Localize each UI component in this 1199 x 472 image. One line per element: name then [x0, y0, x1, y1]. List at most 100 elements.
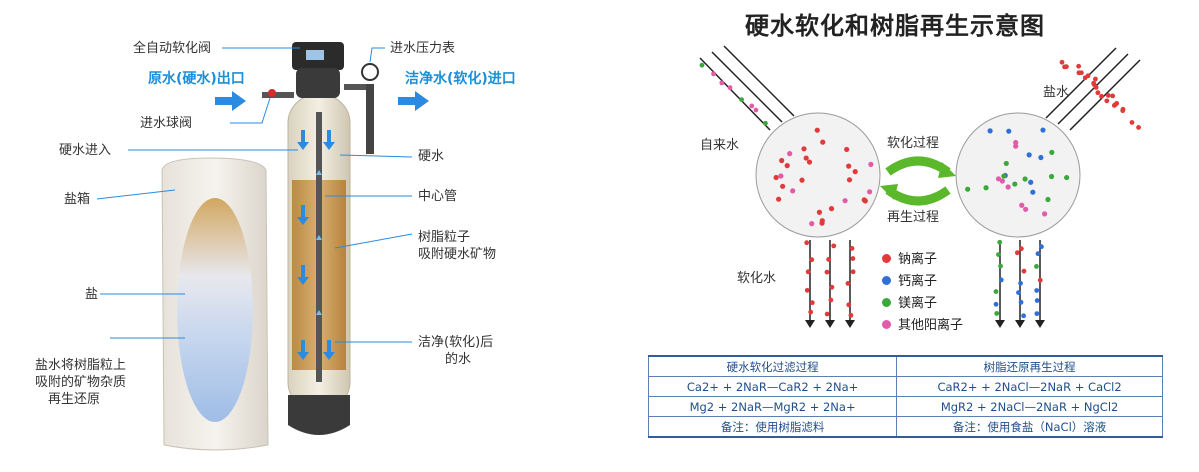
ion-dot	[809, 300, 815, 306]
ion-dot	[1006, 128, 1012, 134]
ion-dot	[1030, 189, 1036, 195]
ion-dot	[1105, 93, 1111, 98]
ion-dot	[809, 257, 815, 263]
ion-dot	[1038, 154, 1044, 161]
ion-dot	[819, 220, 825, 226]
ion-dot	[998, 263, 1003, 269]
label-soft-2: 的水	[445, 352, 472, 367]
ion-dot	[806, 159, 813, 165]
soften-arrow	[885, 156, 951, 176]
ion-dot	[1049, 149, 1055, 155]
legend-calcium: 钙离子	[898, 274, 938, 289]
table-row: 备注：使用树脂滤料 备注：使用食盐（NaCl）溶液	[647, 416, 1163, 438]
ion-dot	[845, 281, 851, 286]
ion-dot	[824, 269, 830, 275]
ion-dot	[1013, 139, 1019, 146]
table-header-soften: 硬水软化过滤过程	[647, 355, 898, 377]
label-soft-1: 洁净(软化)后	[418, 335, 494, 350]
ion-dot	[1040, 127, 1046, 133]
tank-base	[288, 395, 350, 435]
table-cell: 备注：使用食盐（NaCl）溶液	[896, 416, 1163, 438]
softener-illustration	[96, 42, 429, 451]
ion-dot	[799, 177, 805, 183]
ion-dot	[1059, 59, 1065, 65]
ion-dot	[1037, 277, 1043, 283]
ion-dot	[995, 176, 1002, 182]
ion-dot	[753, 107, 759, 113]
ion-dot	[829, 284, 835, 290]
ion-dot	[727, 85, 733, 91]
legend-dot-magnesium	[882, 298, 891, 307]
ion-dot	[1099, 93, 1104, 99]
ion-dot	[1079, 70, 1084, 76]
label-clean-water: 洁净水(软化)进口	[405, 71, 516, 87]
ion-dot	[779, 157, 785, 164]
ion-dot	[1013, 143, 1019, 149]
label-brine-2: 吸附的矿物杂质	[35, 375, 127, 390]
table-cell: MgR2 + 2NaCl—2NaR + NgCl2	[896, 396, 1163, 417]
ion-dot	[998, 277, 1004, 283]
ion-dot	[787, 151, 793, 157]
regen-arrow	[885, 186, 951, 206]
ion-dot	[997, 239, 1003, 245]
ion-dot	[816, 209, 823, 215]
label-brine-1: 盐水将树脂粒上	[35, 358, 127, 373]
ion-dot	[773, 174, 779, 181]
ion-dot	[711, 71, 716, 77]
ion-dot	[1034, 263, 1039, 269]
ion-dot	[1023, 206, 1029, 212]
ion-dot	[848, 312, 854, 318]
ion-dot	[1076, 63, 1082, 69]
ion-dot	[850, 256, 856, 261]
ion-dot	[1042, 211, 1048, 217]
ion-dot	[1018, 280, 1023, 286]
label-brine: 盐水	[1043, 85, 1070, 100]
resin-bead-soften	[755, 112, 881, 238]
table-row: Ca2+ + 2NaR—CaR2 + 2Na+ CaR2+ + 2NaCl—2N…	[647, 376, 1163, 397]
ion-dot	[828, 206, 835, 212]
ion-dot	[1034, 288, 1040, 293]
label-resin-2: 吸附硬水矿物	[418, 247, 497, 262]
ion-dot	[1045, 196, 1051, 203]
ion-dot	[1034, 311, 1040, 317]
ion-dot	[842, 198, 848, 204]
ion-dot	[778, 173, 784, 179]
ion-dot	[1113, 102, 1118, 107]
ion-dot	[846, 302, 852, 308]
ion-dot	[828, 297, 834, 303]
ion-dot	[1104, 98, 1110, 104]
ion-dot	[739, 97, 744, 103]
label-brine-3: 再生还原	[48, 392, 101, 407]
ion-dot	[850, 269, 856, 275]
equation-table: 硬水软化过滤过程 树脂还原再生过程 Ca2+ + 2NaR—CaR2 + 2Na…	[647, 355, 1163, 438]
ion-dot	[1064, 64, 1069, 70]
table-cell: Mg2 + 2NaR—MgR2 + 2Na+	[647, 396, 898, 417]
diagram-title: 硬水软化和树脂再生示意图	[745, 12, 1045, 40]
ion-dot	[1093, 85, 1099, 90]
ion-dot	[996, 252, 1001, 258]
label-gauge: 进水压力表	[390, 41, 456, 56]
center-tube	[316, 112, 322, 382]
valve-body	[296, 68, 340, 98]
ion-dot	[699, 62, 705, 68]
ion-dot	[1035, 251, 1041, 257]
legend-dot-calcium	[882, 276, 891, 285]
ion-dot	[867, 189, 873, 195]
resin-bead-regen	[955, 112, 1081, 238]
label-raw-water: 原水(硬水)出口	[148, 71, 245, 87]
label-soft-water: 软化水	[737, 271, 777, 286]
legend-sodium: 钠离子	[898, 252, 938, 267]
label-resin-1: 树脂粒子	[418, 230, 471, 245]
ion-dot	[993, 289, 999, 294]
ion-dot	[719, 80, 725, 86]
ion-dot	[1026, 152, 1032, 158]
label-regen-process: 再生过程	[887, 210, 940, 225]
ion-dot	[824, 311, 830, 317]
ion-dot	[790, 188, 796, 194]
inlet-pipe	[262, 92, 294, 98]
label-ball-valve: 进水球阀	[140, 116, 193, 131]
ion-dot	[804, 287, 810, 293]
ion-dot	[809, 221, 815, 227]
outlet-pipe	[344, 84, 372, 90]
